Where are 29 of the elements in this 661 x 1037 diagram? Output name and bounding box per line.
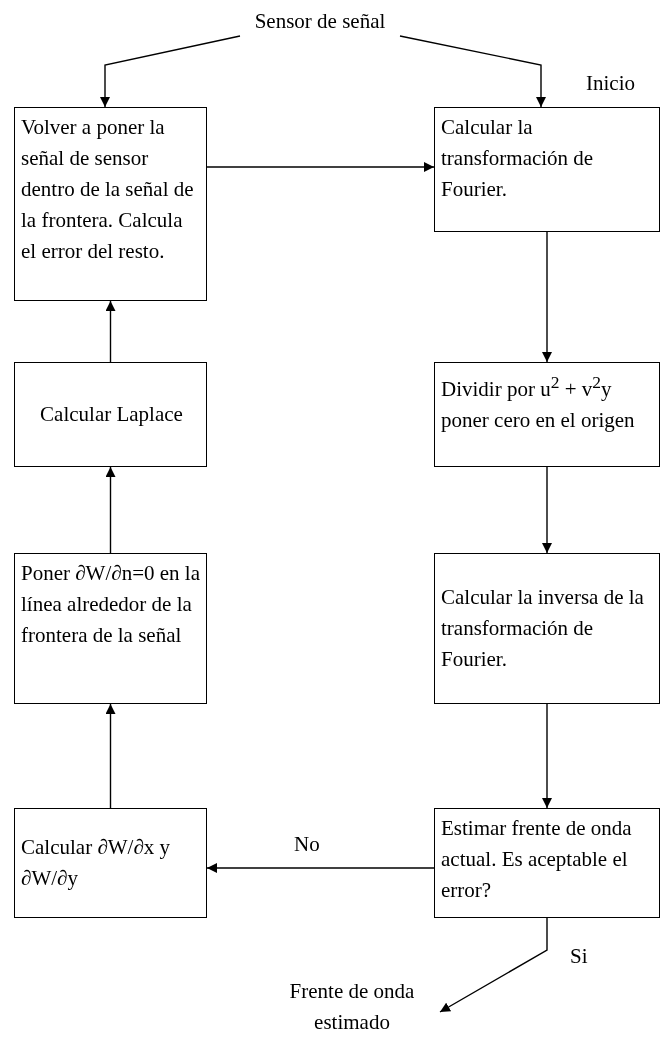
arrow (542, 466, 552, 554)
arrow (439, 917, 548, 1013)
process-box (14, 553, 207, 704)
arrow (399, 35, 546, 108)
box-text: Calcular ∂W/∂x y ∂W/∂y (21, 834, 172, 892)
box-text: Calcular la inversa de la transformación de Fourier. (441, 584, 645, 673)
arrow (542, 703, 552, 809)
process-box (14, 362, 207, 467)
arrow (105, 300, 116, 363)
box-text: Dividir por u$^{2}$ + v$^{2}$y poner cero en el origen (441, 371, 636, 434)
process-box (434, 362, 660, 467)
node-text: Frente de onda estimado (262, 978, 442, 1036)
process-box (14, 107, 207, 301)
box-text: Calcular Laplace (39, 401, 184, 428)
box-text: Volver a poner la señal de sensor dentro de la señal de la frontera. Calcula el error del resto. (21, 114, 195, 265)
arrow (206, 162, 435, 172)
start-label: Inicio (586, 70, 635, 97)
arrow (100, 35, 241, 108)
arrow (542, 231, 552, 363)
arrow (105, 466, 116, 554)
process-box (434, 553, 660, 704)
box-text: Estimar frente de onda actual. Es aceptable el error? (441, 815, 633, 904)
arrow (206, 863, 435, 873)
box-text: Calcular la transformación de Fourier. (441, 114, 595, 203)
process-box (14, 808, 207, 918)
node-text: Sensor de señal (240, 6, 400, 36)
arrow (105, 703, 116, 809)
process-box (434, 808, 660, 918)
box-text: Poner ∂W/∂n=0 en la línea alrededor de la frontera de la señal (21, 560, 201, 649)
